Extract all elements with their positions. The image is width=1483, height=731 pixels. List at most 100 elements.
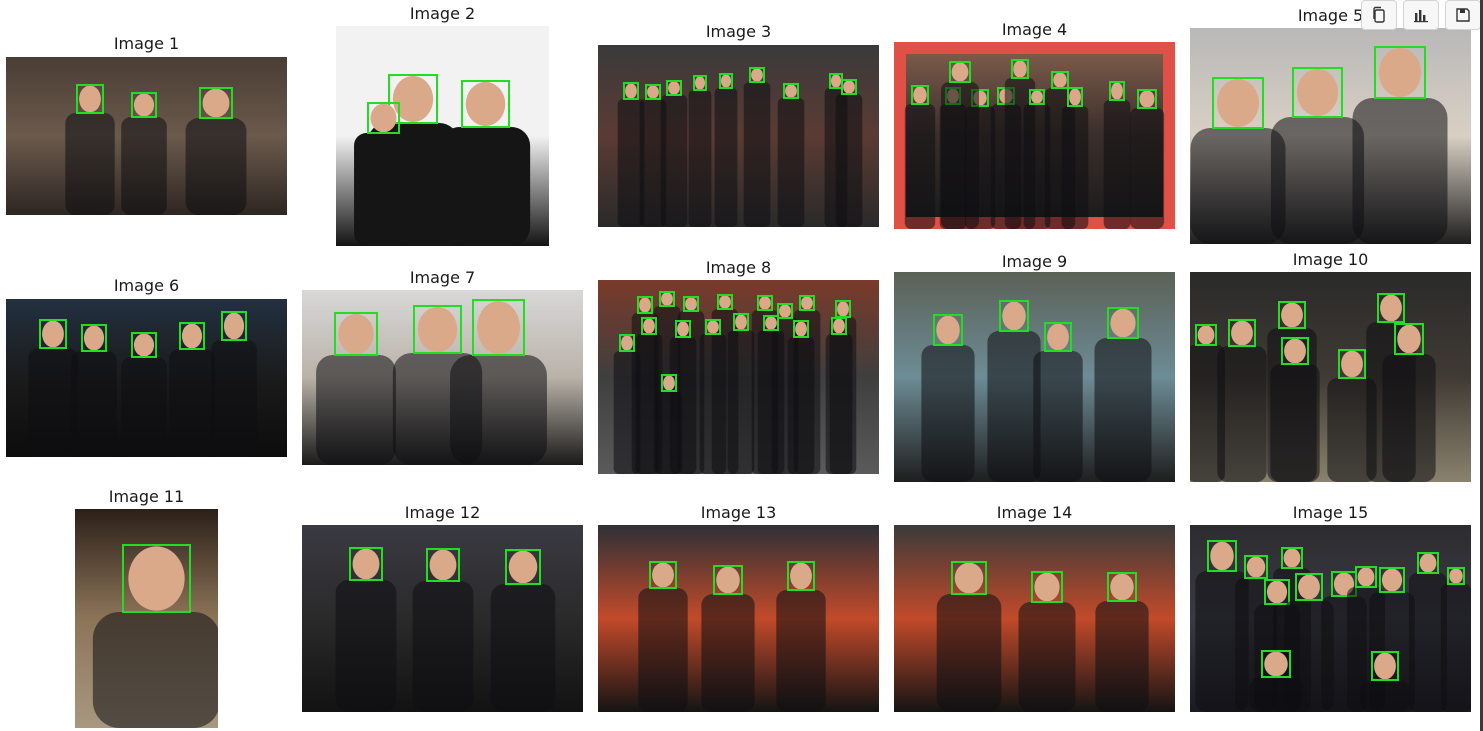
face: [1111, 82, 1123, 100]
face-bounding-box: [1244, 555, 1268, 579]
face: [79, 85, 101, 113]
face-bounding-box: [1031, 571, 1063, 603]
face: [1217, 79, 1259, 127]
face-bounding-box: [1447, 567, 1465, 585]
image-panel: [6, 299, 287, 457]
face-bounding-box: [349, 547, 383, 581]
face: [951, 62, 969, 82]
face: [1283, 548, 1301, 568]
face-bounding-box: [717, 294, 733, 310]
person-silhouette: [1270, 117, 1365, 244]
face-bounding-box: [757, 295, 773, 311]
person-silhouette: [639, 99, 667, 227]
face: [338, 313, 374, 355]
scrollbar[interactable]: [1480, 0, 1483, 731]
face-bounding-box: [1044, 322, 1072, 352]
face-bounding-box: [1371, 651, 1399, 681]
chart-view-button[interactable]: [1403, 0, 1439, 30]
person-silhouette: [727, 330, 755, 474]
person-silhouette: [757, 330, 785, 474]
face: [694, 76, 706, 90]
face: [954, 562, 984, 594]
image-panel: [1190, 272, 1471, 482]
face-bounding-box: [713, 565, 743, 595]
face-bounding-box: [131, 332, 157, 358]
save-button[interactable]: [1445, 0, 1481, 30]
person-silhouette: [1249, 677, 1303, 712]
face: [1296, 68, 1339, 117]
face-bounding-box: [749, 67, 765, 83]
image-panel: [1190, 28, 1471, 244]
copy-icon: [1371, 6, 1387, 24]
person-silhouette: [1190, 128, 1286, 244]
face: [707, 320, 719, 334]
person-silhouette: [1360, 680, 1410, 712]
face: [765, 316, 777, 330]
face-bounding-box: [76, 84, 104, 114]
face-bounding-box: [1207, 540, 1237, 572]
face-bounding-box: [334, 312, 378, 356]
person-silhouette: [412, 581, 474, 712]
face: [1031, 90, 1043, 104]
face-bounding-box: [1295, 573, 1323, 601]
person-silhouette: [688, 90, 712, 227]
bar-chart-icon: [1413, 7, 1429, 23]
image-panel: [6, 57, 287, 215]
person-silhouette: [185, 118, 247, 215]
face: [663, 375, 675, 391]
face-bounding-box: [666, 80, 682, 96]
face-bounding-box: [733, 313, 749, 331]
person-silhouette: [743, 82, 771, 227]
person-silhouette: [1190, 345, 1225, 482]
image-panel: [302, 290, 583, 465]
face: [1110, 308, 1136, 338]
person-silhouette: [1440, 584, 1471, 712]
face: [1069, 88, 1081, 106]
face-bounding-box: [831, 317, 847, 335]
face-bounding-box: [131, 92, 157, 118]
person-silhouette: [1023, 104, 1051, 229]
person-silhouette: [777, 98, 805, 227]
face: [1210, 541, 1234, 571]
person-silhouette: [613, 351, 641, 474]
image-title: Image 3: [705, 22, 772, 41]
face: [1139, 90, 1155, 108]
image-panel: [598, 525, 879, 712]
face-bounding-box: [1067, 87, 1083, 107]
person-silhouette: [1352, 98, 1448, 244]
face: [639, 297, 651, 313]
photo-canvas: [598, 525, 879, 712]
face-bounding-box: [199, 87, 233, 119]
person-silhouette: [1094, 338, 1152, 482]
face-bounding-box: [388, 74, 438, 124]
copy-button[interactable]: [1361, 0, 1397, 30]
image-title: Image 4: [1001, 20, 1068, 39]
person-silhouette: [92, 612, 218, 728]
photo-canvas: [336, 26, 549, 246]
face: [785, 84, 797, 98]
person-silhouette: [490, 584, 556, 712]
person-silhouette: [1018, 602, 1076, 712]
image-title: Image 14: [996, 503, 1073, 522]
person-silhouette: [65, 113, 115, 215]
face-bounding-box: [683, 296, 699, 312]
face: [1013, 60, 1027, 78]
face-bounding-box: [661, 374, 677, 392]
face: [779, 304, 791, 318]
person-silhouette: [921, 345, 975, 482]
face: [1197, 325, 1215, 345]
save-icon: [1455, 7, 1471, 23]
person-silhouette: [835, 94, 863, 227]
face: [843, 80, 855, 94]
face: [429, 549, 457, 581]
image-title: Image 1: [113, 34, 180, 53]
face-bounding-box: [787, 561, 815, 591]
person-silhouette: [701, 594, 755, 712]
image-panel: [1190, 525, 1471, 712]
face: [1281, 302, 1303, 328]
person-silhouette: [1061, 106, 1089, 229]
image-panel: [598, 280, 879, 474]
face-bounding-box: [39, 319, 67, 349]
person-silhouette: [987, 331, 1041, 482]
